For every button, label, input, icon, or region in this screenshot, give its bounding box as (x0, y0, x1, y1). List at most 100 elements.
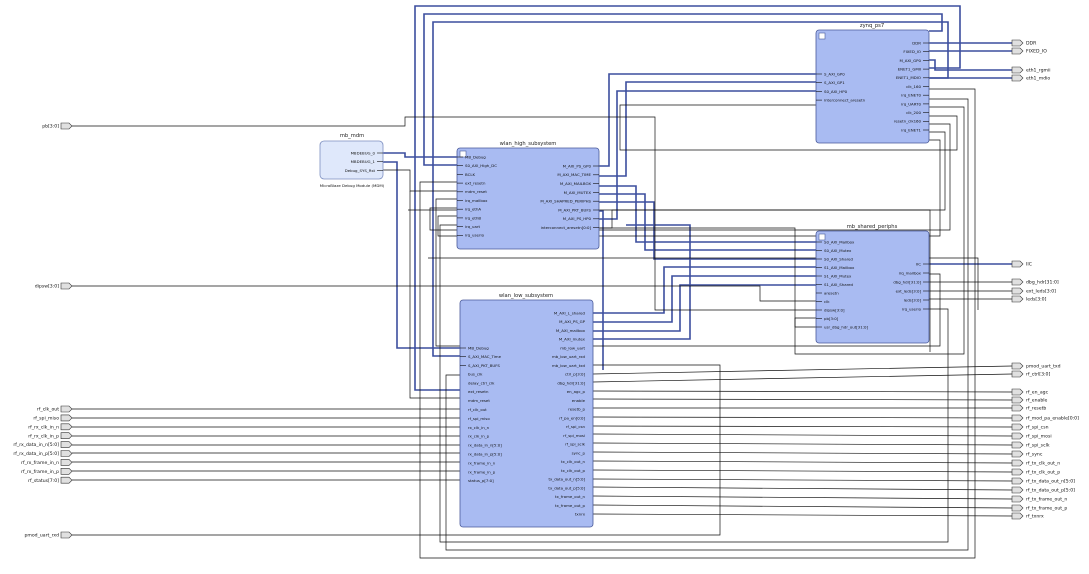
low-pin[interactable]: S_AXI_MAC_Time (468, 354, 502, 359)
shared-pin[interactable]: S0_AXI_Mutex (824, 248, 852, 253)
shared-pin[interactable]: irq_userio (902, 306, 922, 311)
high-pin[interactable]: irq_uart (465, 224, 480, 229)
shared-pin[interactable]: dipsw[3:0] (824, 307, 845, 312)
shared-pin[interactable]: S0_AXI_Shared (824, 256, 854, 261)
low-pin[interactable]: resetb_p (568, 407, 585, 412)
low-pin[interactable]: tx_clk_out_p (561, 468, 586, 473)
high-pin[interactable]: mdm_reset (465, 189, 487, 194)
zynq-pin[interactable]: clk_200 (906, 110, 921, 115)
external-port[interactable]: rf_rx_frame_in_n (21, 459, 73, 466)
block-wlan-high-subsystem[interactable]: wlan_high_subsystem MB_DebugS0_AXI_High_… (456, 141, 600, 250)
external-port[interactable]: ext_leds[3:0] (1011, 287, 1056, 295)
external-port[interactable]: rf_tx_frame_out_n (1011, 495, 1067, 503)
external-port[interactable]: DDR (1011, 39, 1037, 47)
high-pin[interactable]: M_AXI_PS_HP0 (563, 216, 592, 221)
low-pin[interactable]: enable (572, 398, 586, 403)
low-pin[interactable]: tx_clk_out_n (561, 459, 586, 464)
external-port[interactable]: rf_en_agc (1011, 388, 1049, 396)
low-pin[interactable]: S_AXI_PKT_BUFS (468, 363, 500, 368)
zynq-pin[interactable]: resetn_clk160 (894, 119, 922, 124)
external-port[interactable]: rf_ctrl[3:0] (1011, 370, 1050, 378)
zynq-pin[interactable]: interconnect_aresetn (824, 98, 866, 103)
zynq-pin[interactable]: irq_ENET0 (901, 93, 921, 98)
mdm-pin[interactable]: Debug_SYS_Rst (345, 168, 376, 173)
high-pin[interactable]: M_AXI_PKT_BUFS (558, 207, 591, 212)
zynq-pin[interactable]: DDR (912, 40, 921, 45)
low-pin[interactable]: rx_frame_in_p (468, 469, 496, 474)
low-pin[interactable]: mb_low_uart_txd (552, 363, 586, 368)
low-pin[interactable]: ctrl_p[3:0] (565, 372, 586, 377)
external-port[interactable]: rf_tx_clk_out_p (1011, 468, 1060, 476)
zynq-pin[interactable]: S_AXI_GP0 (824, 71, 845, 76)
low-pin[interactable]: rf_pa_en[0:0] (559, 415, 585, 420)
low-pin[interactable]: ext_resetn (468, 389, 489, 394)
high-pin[interactable]: M_AXI_MAILBOX (560, 181, 591, 186)
low-pin[interactable]: rx_clk_in_p (468, 434, 490, 439)
external-port[interactable]: rf_spi_csn (1011, 423, 1049, 431)
shared-pin[interactable]: S1_AXI_Mutex (824, 273, 852, 278)
low-pin[interactable]: M_AXI_mutex (559, 337, 586, 342)
high-pin[interactable]: BCLK (465, 172, 475, 177)
high-pin[interactable]: irq_ethB (465, 215, 481, 220)
external-port[interactable]: rf_tx_frame_out_p (1011, 504, 1067, 512)
external-port[interactable]: eth1_mdio (1011, 74, 1050, 82)
external-port[interactable]: dipsw[3:0] (35, 282, 73, 290)
low-pin[interactable]: rx_data_in_p[5:0] (468, 452, 502, 457)
external-port[interactable]: rf_rx_frame_in_p (21, 468, 73, 475)
low-pin[interactable]: rf_spi_miso (468, 416, 490, 421)
shared-pin[interactable]: pb[3:0] (824, 316, 839, 321)
shared-pin[interactable]: S1_AXI_Shared (824, 282, 854, 287)
mdm-pin[interactable]: MBDEBUG_1 (351, 159, 376, 164)
external-port[interactable]: rf_spi_sclk (1011, 441, 1050, 449)
external-port[interactable]: leds[3:0] (1011, 295, 1047, 303)
low-pin[interactable]: tx_frame_out_p (555, 503, 586, 508)
low-pin[interactable]: rf_spi_mosi (563, 433, 585, 438)
zynq-pin[interactable]: irq_ENET1 (901, 127, 921, 132)
block-wlan-low-subsystem[interactable]: wlan_low_subsystem MB_DebugS_AXI_MAC_Tim… (459, 293, 594, 528)
external-port[interactable]: pmod_uart_rxd (24, 531, 73, 539)
high-pin[interactable]: MB_Debug (465, 154, 486, 159)
low-pin[interactable]: mdm_reset (468, 398, 490, 403)
shared-pin[interactable]: leds[3:0] (904, 297, 922, 302)
low-pin[interactable]: rx_frame_in_n (468, 460, 496, 465)
low-pin[interactable]: delay_ctrl_clk (468, 380, 495, 385)
shared-pin[interactable]: usr_dbg_hdr_out[31:0] (824, 324, 868, 329)
external-port[interactable]: rf_clk_out (37, 405, 73, 413)
high-pin[interactable]: S0_AXI_High_DC (465, 163, 497, 168)
expand-icon[interactable] (818, 233, 826, 241)
zynq-pin[interactable]: ENET1_GMII (898, 67, 921, 72)
external-port[interactable]: rf_sync (1011, 450, 1043, 458)
external-port[interactable]: rf_tx_data_out_p[5:0] (1011, 486, 1075, 494)
external-port[interactable]: rf_status[7:0] (28, 476, 73, 484)
low-pin[interactable]: en_agc_p (567, 389, 586, 394)
external-port[interactable]: rf_rx_data_in_n[5:0] (13, 441, 73, 449)
shared-pin[interactable]: IIC (916, 261, 921, 266)
external-port[interactable]: FIXED_IO (1011, 47, 1047, 55)
shared-pin[interactable]: S1_AXI_Mailbox (824, 265, 855, 270)
low-pin[interactable]: tx_data_out_n[5:0] (548, 477, 585, 482)
expand-icon[interactable] (818, 32, 826, 40)
high-pin[interactable]: interconnect_aresetn[0:0] (541, 225, 592, 230)
external-port[interactable]: rf_resetb (1011, 404, 1046, 412)
low-pin[interactable]: tx_frame_out_n (555, 494, 586, 499)
low-pin[interactable]: tx_data_out_p[5:0] (548, 485, 585, 490)
high-pin[interactable]: irq_userio (465, 233, 485, 238)
external-port[interactable]: rf_rx_data_in_p[5:0] (13, 450, 73, 458)
low-pin[interactable]: rx_data_in_n[5:0] (468, 443, 502, 448)
low-pin[interactable]: mb_low_uart (560, 345, 585, 350)
external-port[interactable]: rf_tx_clk_out_n (1011, 459, 1060, 467)
high-pin[interactable]: ext_resetn (465, 181, 486, 186)
zynq-pin[interactable]: ENET1_MDIO (896, 75, 921, 80)
external-port[interactable]: rf_mod_pa_enable[0:0] (1011, 414, 1079, 422)
mdm-pin[interactable]: MBDEBUG_0 (351, 150, 376, 155)
external-port[interactable]: rf_txnrx (1011, 512, 1044, 520)
low-pin[interactable]: sync_p (572, 450, 586, 455)
external-port[interactable]: IIC (1011, 260, 1032, 268)
low-pin[interactable]: status_p[7:0] (468, 478, 494, 483)
high-pin[interactable]: irq_ethA (465, 207, 481, 212)
external-port[interactable]: dbg_hdr[31:0] (1011, 278, 1059, 286)
zynq-pin[interactable]: FIXED_IO (903, 49, 921, 54)
external-port[interactable]: eth1_rgmii (1011, 66, 1051, 74)
external-port[interactable]: rf_rx_clk_in_p (28, 432, 73, 440)
